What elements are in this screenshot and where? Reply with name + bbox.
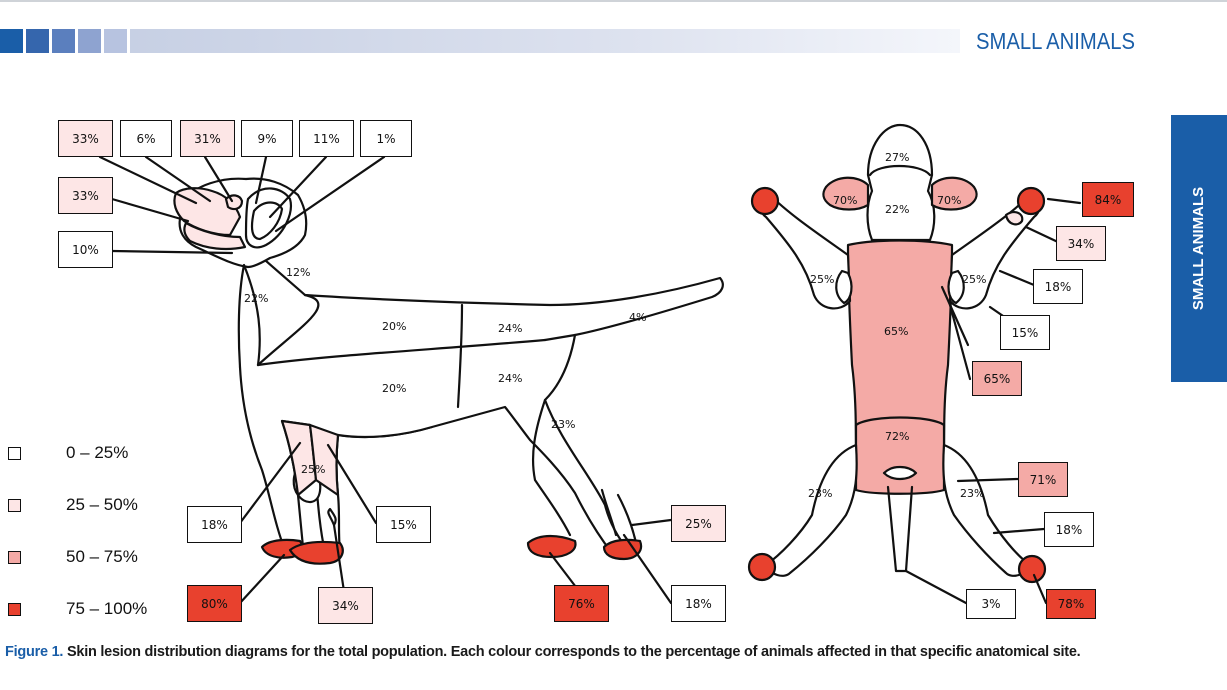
lateral-dog-drawing (98, 155, 724, 605)
region-v-forelimb-right: 25% (962, 273, 987, 286)
callout-v-axillary-fold: 65% (972, 361, 1022, 396)
callout-v-elbow: 15% (1000, 315, 1050, 350)
callout-front-paw: 80% (187, 585, 242, 622)
figure-1: 33% 6% 31% 9% 11% 1% 33% 10% 18% 15% 80%… (0, 95, 1160, 635)
region-v-hindlimb-left: 23% (808, 487, 833, 500)
callout-upper-lip: 33% (58, 120, 113, 157)
legend-item: 25 – 50% (8, 495, 178, 517)
callout-metacarpal-pad: 34% (318, 587, 373, 624)
region-v-chin: 27% (885, 151, 910, 164)
region-lateral-abdomen: 24% (498, 372, 523, 385)
callout-v-hind-limb: 18% (1044, 512, 1094, 547)
figure-caption: Figure 1. Skin lesion distribution diagr… (5, 643, 1145, 662)
callout-lower-lip: 33% (58, 177, 113, 214)
callout-v-forearm: 34% (1056, 226, 1106, 261)
callout-ear-inner: 11% (299, 120, 354, 157)
region-tail: 4% (629, 311, 647, 324)
callout-chin: 10% (58, 231, 113, 268)
callout-v-inguinal: 71% (1018, 462, 1068, 497)
callout-v-axilla: 18% (1033, 269, 1083, 304)
band-block (52, 29, 75, 53)
callout-ear-outer: 1% (360, 120, 412, 157)
legend-swatch (8, 603, 21, 616)
legend-item: 75 – 100% (8, 599, 178, 621)
callout-hock: 25% (671, 505, 726, 542)
callout-forehead: 9% (241, 120, 293, 157)
section-title: SMALL ANIMALS (976, 28, 1135, 54)
side-tab: SMALL ANIMALS (1171, 115, 1227, 382)
legend-swatch (8, 499, 21, 512)
region-v-ear-left: 70% (833, 194, 858, 207)
callout-elbow: 18% (187, 506, 242, 543)
callout-carpus: 15% (376, 506, 431, 543)
legend-swatch (8, 447, 21, 460)
band-gradient (130, 29, 960, 53)
region-neck-dorsal: 12% (286, 266, 311, 279)
callout-hind-paw: 76% (554, 585, 609, 622)
region-dorsal-thorax: 20% (382, 320, 407, 333)
region-v-groin: 72% (885, 430, 910, 443)
caption-text: Skin lesion distribution diagrams for th… (63, 644, 1081, 660)
region-v-ear-right: 70% (937, 194, 962, 207)
callout-hind-metatarsal: 18% (671, 585, 726, 622)
dog-diagrams (98, 123, 1082, 605)
callout-nose: 6% (120, 120, 172, 157)
band-block (26, 29, 49, 53)
callout-v-hind-paw: 78% (1046, 589, 1096, 619)
band-block (104, 29, 127, 53)
legend-item: 0 – 25% (8, 443, 178, 465)
legend-label: 0 – 25% (66, 443, 129, 462)
region-lateral-thorax: 20% (382, 382, 407, 395)
region-v-neck: 22% (885, 203, 910, 216)
region-v-hindlimb-right: 23% (960, 487, 985, 500)
top-rule (0, 0, 1227, 2)
figure-label: Figure 1. (5, 644, 64, 660)
callout-v-front-paw: 84% (1082, 182, 1134, 217)
callout-v-tail: 3% (966, 589, 1016, 619)
ventral-dog-drawing (747, 123, 1082, 605)
legend-swatch (8, 551, 21, 564)
header-color-band (0, 29, 960, 53)
band-block (78, 29, 101, 53)
legend-label: 50 – 75% (66, 547, 138, 566)
band-block (0, 29, 23, 53)
region-v-thorax-abdomen: 65% (884, 325, 909, 338)
region-thigh: 23% (551, 418, 576, 431)
region-v-forelimb-left: 25% (810, 273, 835, 286)
legend-label: 75 – 100% (66, 599, 148, 618)
legend-label: 25 – 50% (66, 495, 138, 514)
region-forelimb: 25% (301, 463, 326, 476)
legend-item: 50 – 75% (8, 547, 178, 569)
callout-periocular: 31% (180, 120, 235, 157)
side-tab-label: SMALL ANIMALS (1190, 186, 1208, 311)
region-neck-ventral: 22% (244, 292, 269, 305)
region-dorsal-lumbar: 24% (498, 322, 523, 335)
